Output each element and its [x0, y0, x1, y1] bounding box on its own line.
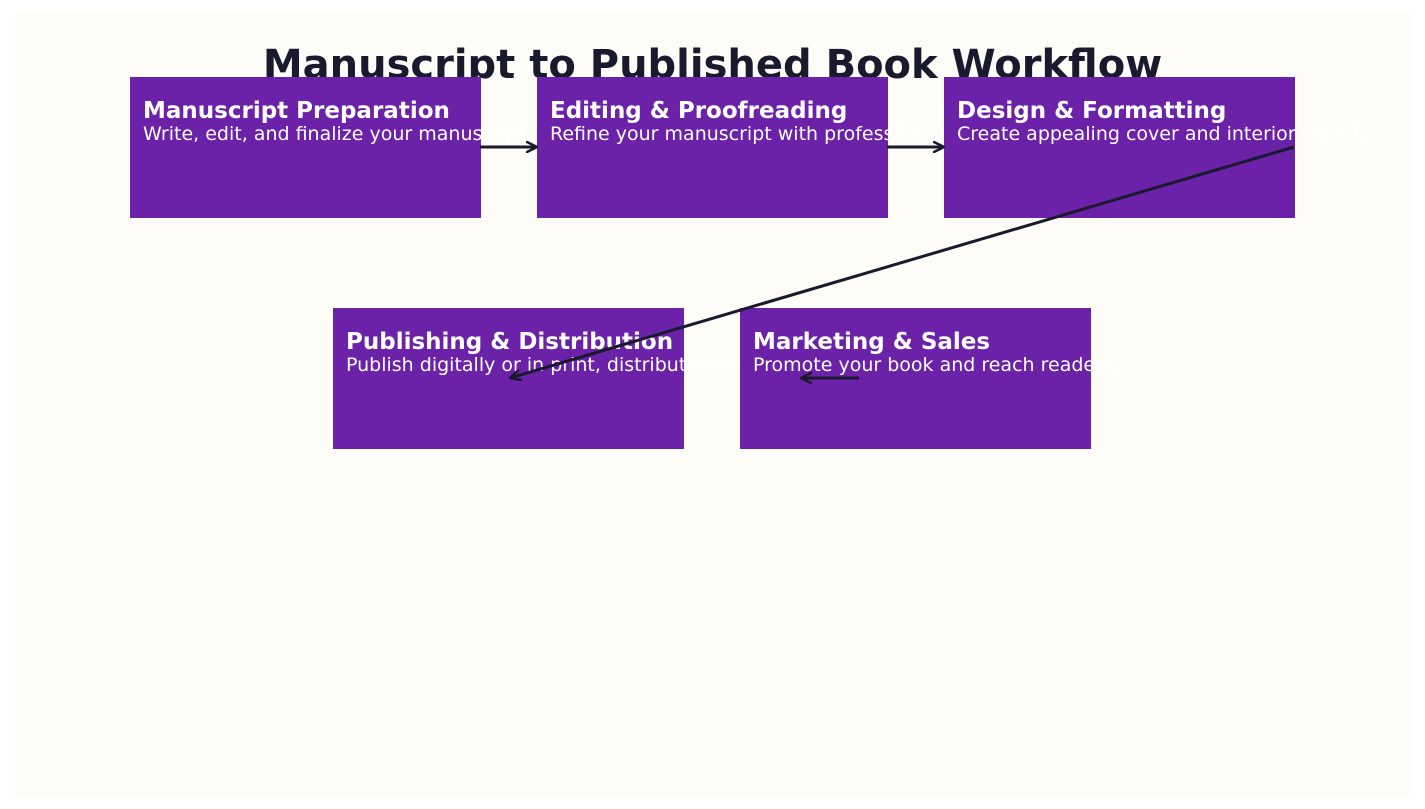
node-description: Write, edit, and finalize your manuscrip…: [143, 123, 532, 145]
node-description: Publish digitally or in print, distribut…: [346, 354, 807, 376]
node-manuscript-preparation: Manuscript Preparation Write, edit, and …: [130, 77, 531, 218]
node-design-formatting: Design & Formatting Create appealing cov…: [944, 77, 1367, 218]
node-title: Marketing & Sales: [753, 329, 991, 355]
node-marketing-sales: Marketing & Sales Promote your book and …: [740, 308, 1119, 449]
node-title: Design & Formatting: [957, 98, 1227, 124]
node-description: Promote your book and reach readers.: [753, 354, 1119, 376]
node-title: Publishing & Distribution: [346, 329, 674, 355]
node-description: Refine your manuscript with professional…: [550, 123, 1018, 145]
node-publishing-distribution: Publishing & Distribution Publish digita…: [333, 308, 807, 449]
node-editing-proofreading: Editing & Proofreading Refine your manus…: [537, 77, 1017, 218]
node-title: Editing & Proofreading: [550, 98, 848, 124]
node-description: Create appealing cover and interior layo…: [957, 123, 1367, 145]
node-title: Manuscript Preparation: [143, 98, 450, 124]
